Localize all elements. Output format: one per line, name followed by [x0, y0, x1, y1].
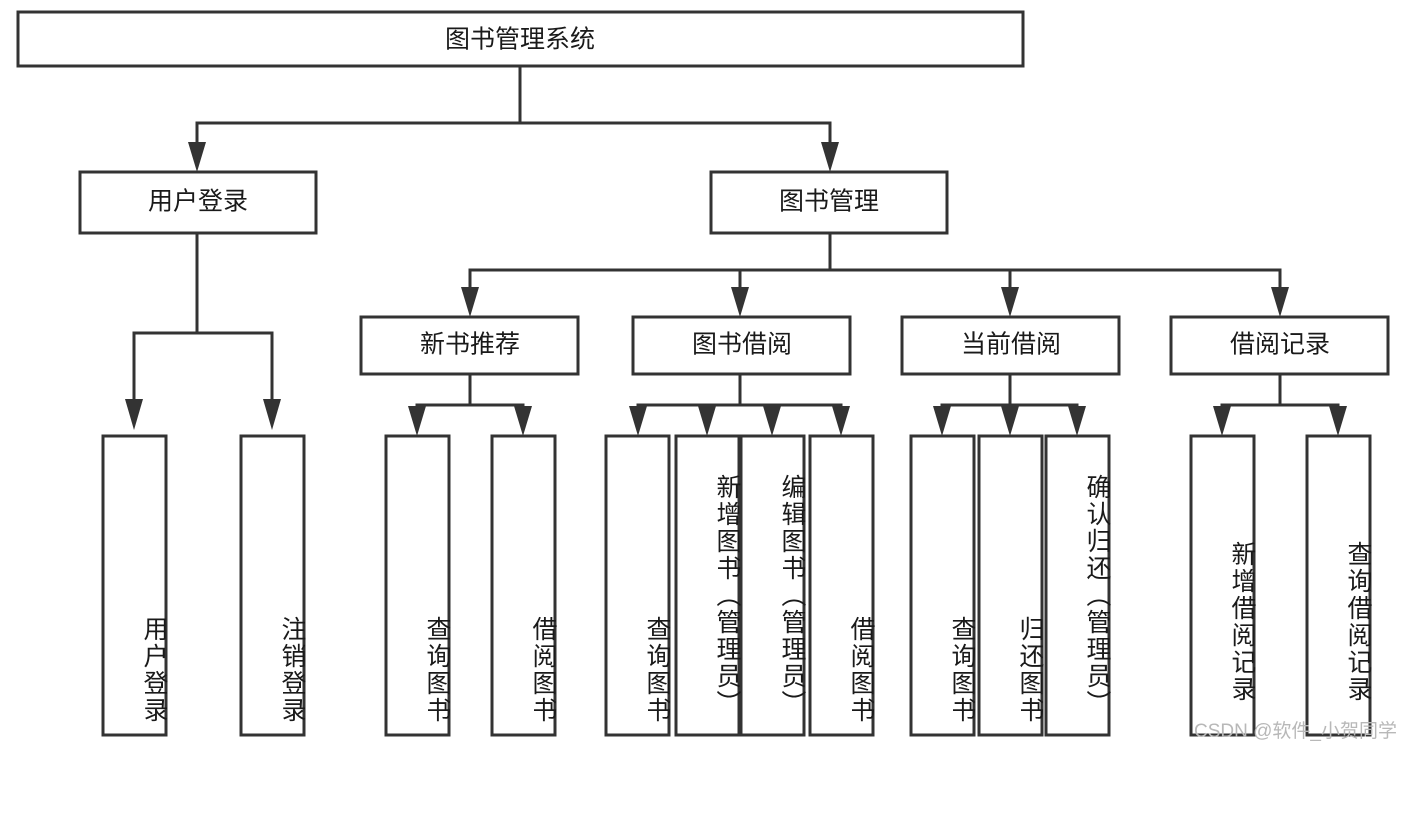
- arrow-head-user-login: [188, 142, 206, 172]
- node-box-borrow-record[interactable]: [1169, 315, 1390, 376]
- diagram-svg: 图书管理系统 用户登录 图书管理 新书推荐 图书借阅 当前借阅 借阅记录: [16, 10, 1390, 737]
- node-box-leaf-borrow-record-1[interactable]: [1189, 434, 1256, 737]
- node-box-leaf-book-borrow-4[interactable]: [808, 434, 875, 737]
- arrow-head-book-borrow-child-3: [763, 406, 781, 436]
- arrow-head-book-borrow-child-4: [832, 406, 850, 436]
- node-layer: 图书管理系统 用户登录 图书管理 新书推荐 图书借阅 当前借阅 借阅记录: [16, 10, 1390, 737]
- arrow-head-user-login-child-1: [125, 399, 143, 430]
- node-box-leaf-book-borrow-3[interactable]: [739, 434, 806, 737]
- node-label-book-management: 图书管理: [779, 188, 879, 216]
- node-box-leaf-user-login-2[interactable]: [239, 434, 306, 737]
- arrow-head-book-borrow-child-1: [629, 406, 647, 436]
- node-box-leaf-current-borrow-1[interactable]: [909, 434, 976, 737]
- node-label-root: 图书管理系统: [445, 26, 595, 54]
- node-box-leaf-new-book-2[interactable]: [490, 434, 557, 737]
- arrow-head-book-borrow-child-2: [698, 406, 716, 436]
- diagram-canvas: 图书管理系统 用户登录 图书管理 新书推荐 图书借阅 当前借阅 借阅记录: [16, 10, 1397, 742]
- arrow-head-new-book-child-1: [408, 406, 426, 436]
- arrow-head-book-mgmt: [821, 142, 839, 172]
- arrow-head-current-borrow-child-3: [1068, 406, 1086, 436]
- node-label-book-borrow: 图书借阅: [692, 331, 792, 359]
- arrow-head-borrow-record-child-1: [1213, 406, 1231, 436]
- arrow-head-current-borrow-child-2: [1001, 406, 1019, 436]
- arrow-head-current-borrow: [1001, 287, 1019, 317]
- connector-layer: [125, 64, 1347, 436]
- node-box-leaf-new-book-1[interactable]: [384, 434, 451, 737]
- watermark-label: CSDN @软件_小贺同学: [1194, 721, 1397, 742]
- node-label-new-book-recommend: 新书推荐: [420, 331, 520, 359]
- arrow-head-borrow-record: [1271, 287, 1289, 317]
- node-box-user-login[interactable]: [78, 170, 318, 235]
- node-box-leaf-user-login-1[interactable]: [101, 434, 168, 737]
- arrow-head-current-borrow-child-1: [933, 406, 951, 436]
- arrow-head-book-borrow: [731, 287, 749, 317]
- node-box-current-borrow[interactable]: [900, 315, 1121, 376]
- arrow-head-new-book-child-2: [514, 406, 532, 436]
- node-box-leaf-current-borrow-3[interactable]: [1044, 434, 1111, 737]
- node-label-user-login: 用户登录: [148, 188, 248, 216]
- node-box-new-book-recommend[interactable]: [359, 315, 580, 376]
- node-label-borrow-record: 借阅记录: [1230, 331, 1330, 359]
- node-box-leaf-book-borrow-1[interactable]: [604, 434, 671, 737]
- arrow-head-borrow-record-child-2: [1329, 406, 1347, 436]
- node-box-leaf-book-borrow-2[interactable]: [674, 434, 741, 737]
- node-box-leaf-current-borrow-2[interactable]: [977, 434, 1044, 737]
- node-box-book-borrow[interactable]: [631, 315, 852, 376]
- node-box-leaf-borrow-record-2[interactable]: [1305, 434, 1372, 737]
- node-box-root[interactable]: [16, 10, 1025, 68]
- node-box-book-management[interactable]: [709, 170, 949, 235]
- node-label-current-borrow: 当前借阅: [961, 331, 1061, 359]
- arrow-head-user-login-child-2: [263, 399, 281, 430]
- arrow-head-new-book-recommend: [461, 287, 479, 317]
